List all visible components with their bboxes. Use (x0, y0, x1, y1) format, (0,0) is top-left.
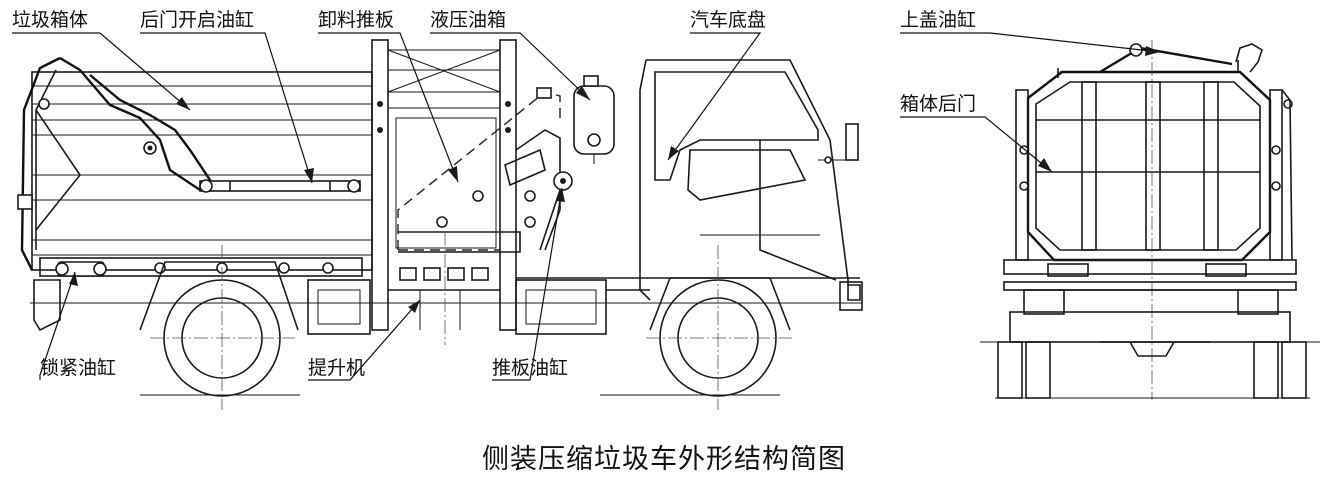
rear-door-cylinder (199, 179, 361, 193)
side-view (17, 39, 863, 410)
label-lifter: 提升机 (308, 357, 365, 379)
box-rear-door (1026, 40, 1272, 400)
side-box-right (515, 279, 607, 335)
lifter (371, 39, 517, 331)
label-unload-push-plate: 卸料推板 (318, 9, 394, 31)
hydraulic-tank (573, 75, 615, 164)
lock-cylinder (55, 261, 107, 277)
garbage-body-box (31, 71, 373, 271)
label-hydraulic-tank: 液压油箱 (430, 9, 506, 31)
label-box-rear-door: 箱体后门 (900, 93, 976, 115)
label-chassis: 汽车底盘 (690, 9, 766, 31)
rear-door-arm (17, 56, 212, 271)
unload-push-plate (397, 87, 561, 253)
labels: 垃圾箱体 后门开启油缸 卸料推板 液压油箱 汽车底盘 上盖油缸 箱体后门 锁紧油… (12, 9, 976, 379)
side-box-left (307, 279, 371, 335)
front-wheel (646, 245, 792, 410)
diagram-caption: 侧装压缩垃圾车外形结构简图 (482, 444, 846, 475)
leader-lines (12, 32, 1161, 381)
label-push-plate-cylinder: 推板油缸 (492, 357, 568, 379)
rear-view (980, 40, 1320, 400)
label-rear-door-cylinder: 后门开启油缸 (140, 9, 254, 31)
label-body-box: 垃圾箱体 (12, 9, 88, 31)
label-lock-cylinder: 锁紧油缸 (40, 357, 116, 379)
label-lid-cylinder: 上盖油缸 (900, 9, 976, 31)
chassis-cab (639, 59, 863, 311)
rear-wheel (139, 245, 299, 410)
